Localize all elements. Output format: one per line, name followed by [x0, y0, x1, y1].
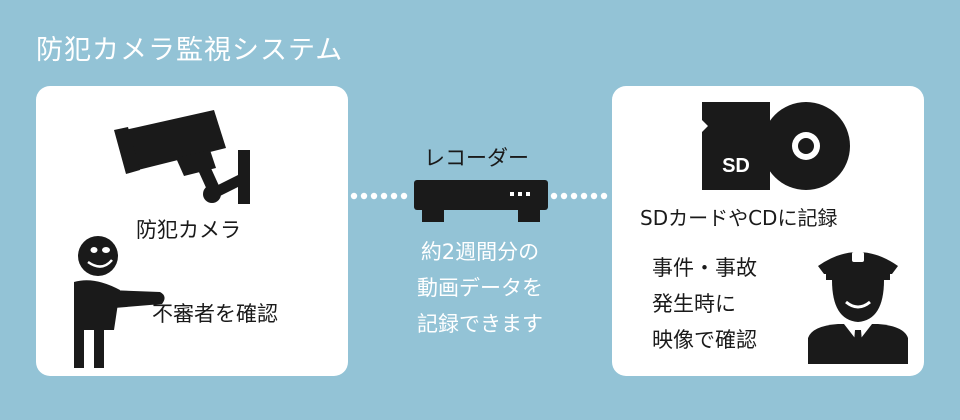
recorder-icon — [414, 180, 548, 222]
media-panel: SD SDカードやCDに記録 事件・事故 発生時に 映像で確認 — [612, 86, 924, 376]
event-line: 映像で確認 — [652, 328, 757, 352]
description-line: 動画データを — [417, 276, 543, 300]
cd-icon — [762, 102, 850, 190]
connector-left — [350, 192, 408, 200]
description-line: 約2週間分の — [420, 240, 540, 264]
camera-label: 防犯カメラ — [136, 218, 241, 242]
recorder-description: 約2週間分の 動画データを 記録できます — [380, 234, 580, 342]
page-title: 防犯カメラ監視システム — [36, 35, 344, 66]
event-line: 発生時に — [652, 292, 736, 316]
event-line: 事件・事故 — [652, 256, 757, 280]
connector-right — [550, 192, 608, 200]
media-label: SDカードやCDに記録 — [640, 206, 838, 230]
suspicious-person-label: 不審者を確認 — [152, 302, 278, 326]
police-officer-icon — [808, 252, 908, 364]
security-camera-icon — [114, 110, 250, 204]
sd-card-icon: SD — [702, 102, 770, 190]
camera-panel: 防犯カメラ 不審者を確認 — [36, 86, 348, 376]
sd-card-text: SD — [722, 155, 750, 177]
description-line: 記録できます — [417, 312, 543, 336]
recorder-label: レコーダー — [424, 146, 529, 170]
suspicious-person-icon — [74, 236, 165, 368]
